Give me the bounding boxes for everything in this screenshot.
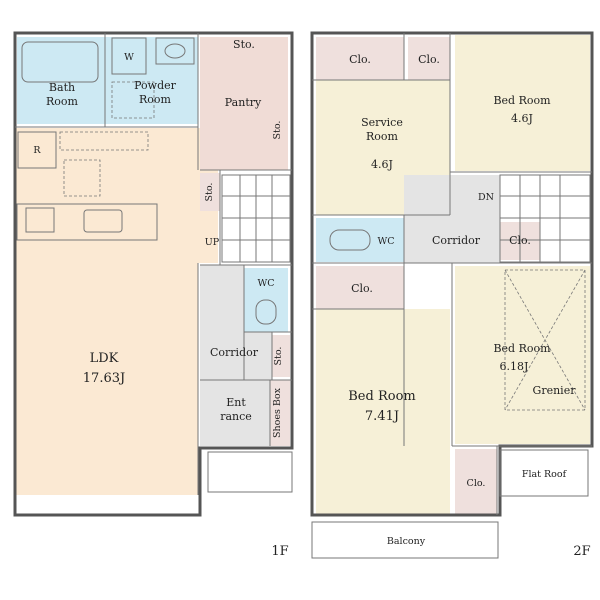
flat-roof-label: Flat Roof <box>522 469 568 480</box>
pantry-floor <box>200 37 288 170</box>
floor-2f-label: 2F <box>573 544 590 559</box>
wash-basin <box>155 37 195 65</box>
sto-stair-label: Sto. <box>204 183 215 202</box>
bed-left-area-label: 7.41J <box>365 409 399 424</box>
service-room-area-label: 4.6J <box>371 158 393 171</box>
bath-room-floor <box>17 37 105 124</box>
sto-top-label: Sto. <box>233 38 255 51</box>
corridor-2f-label: Corridor <box>432 234 481 247</box>
clo-small-label: Clo. <box>418 53 440 66</box>
entrance-floor <box>200 380 270 446</box>
sto-corridor-floor <box>272 335 290 377</box>
stair-1f <box>221 174 291 263</box>
balcony-label: Balcony <box>387 536 426 547</box>
flat-roof-outline <box>499 449 589 497</box>
clo-service-floor <box>316 37 404 80</box>
corridor-2f-floor <box>404 175 500 263</box>
powder-room-floor <box>105 37 198 124</box>
bed-top-floor <box>455 35 590 171</box>
clo-service-label: Clo. <box>349 53 371 66</box>
wc-2f-floor <box>316 218 404 262</box>
bed-right-label: Bed Room <box>493 342 551 355</box>
bathtub <box>21 41 99 83</box>
refrigerator-space <box>17 131 57 169</box>
toilet-1f <box>255 299 277 325</box>
interior-walls-1f <box>15 33 292 495</box>
sto-pantry-label: Sto. <box>272 121 283 140</box>
powder-storage <box>111 81 155 119</box>
stair-2f <box>499 174 591 263</box>
bed-left-floor <box>316 309 450 515</box>
ldk-label: LDK <box>90 351 119 366</box>
dn-label: DN <box>478 192 494 203</box>
floor-1f <box>13 31 294 517</box>
clo-small-floor <box>408 37 450 80</box>
entrance-porch <box>207 451 293 493</box>
bed-right-floor <box>455 266 590 444</box>
corridor-1f-label: Corridor <box>210 346 259 359</box>
clo-bed-left-label: Clo. <box>351 282 373 295</box>
pantry-label: Pantry <box>225 96 262 109</box>
stove <box>25 207 55 233</box>
up-label: UP <box>205 237 220 248</box>
bed-left-label: Bed Room <box>348 389 415 404</box>
grenier-label: Grenier <box>533 384 577 397</box>
clo-bottom-floor <box>455 449 497 515</box>
kitchen-counter <box>16 203 158 241</box>
kitchen-upper-cabinet <box>63 159 101 197</box>
balcony-outline <box>311 521 499 559</box>
wc-2f-label: WC <box>377 236 394 247</box>
washer-mark: W <box>124 52 134 63</box>
kitchen-sink <box>83 209 123 233</box>
floor-1f-label: 1F <box>271 544 288 559</box>
ldk-area-label: 17.63J <box>83 371 125 386</box>
sto-stair-floor <box>200 173 220 211</box>
shoes-box-floor <box>270 380 290 446</box>
interior-walls-2f <box>312 33 592 515</box>
clo-bottom-label: Clo. <box>467 478 486 489</box>
washer-space <box>111 37 147 75</box>
bed-right-area-label: 6.18J <box>500 360 529 373</box>
clo-corridor-label: Clo. <box>509 234 531 247</box>
grenier-area <box>504 269 586 411</box>
wc-1f-label: WC <box>257 278 274 289</box>
bed-top-area-label: 4.6J <box>511 112 533 125</box>
bed-top-label: Bed Room <box>493 94 551 107</box>
walls-1f <box>13 31 294 517</box>
corridor-1f-floor-lower <box>244 332 272 380</box>
toilet-2f <box>329 229 371 251</box>
floor-2f <box>310 31 594 559</box>
corridor-1f-floor <box>200 265 244 380</box>
clo-bed-left-floor <box>316 266 404 309</box>
shoes-box-label: Shoes Box <box>272 387 283 438</box>
refrigerator-mark: R <box>33 145 41 156</box>
ldk-floor <box>15 128 198 495</box>
kitchen-overhead <box>59 131 149 151</box>
sto-corridor-label: Sto. <box>273 347 284 366</box>
